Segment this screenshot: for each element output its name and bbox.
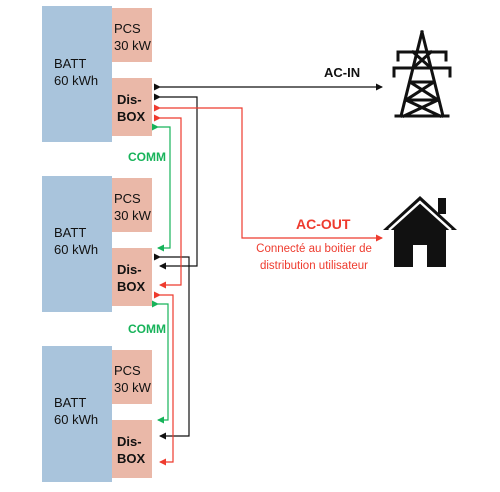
house-icon — [383, 196, 457, 267]
battery-label-1: BATT 60 kWh — [54, 55, 98, 89]
comm-label-2: COMM — [128, 322, 166, 336]
ac-out-label: AC-OUT — [296, 216, 351, 232]
disbox-name-1a: Dis- — [117, 92, 142, 107]
disbox-name-2a: Dis- — [117, 262, 142, 277]
battery-capacity-1: 60 kWh — [54, 73, 99, 88]
comm-bus-1-2 — [152, 123, 171, 252]
ac-in-label: AC-IN — [324, 65, 361, 80]
pcs-name-1: PCS — [114, 21, 141, 36]
pcs-power-2: 30 kW — [114, 208, 151, 223]
pcs-power-3: 30 kW — [114, 380, 151, 395]
disbox-label-2: Dis- BOX — [117, 261, 145, 295]
comm-label-1: COMM — [128, 150, 166, 164]
pcs-label-1: PCS 30 kW — [114, 20, 151, 54]
pcs-label-3: PCS 30 kW — [114, 362, 151, 396]
pcs-power-1: 30 kW — [114, 38, 151, 53]
disbox-block-3 — [112, 420, 152, 478]
disbox-label-3: Dis- BOX — [117, 433, 145, 467]
battery-block-3 — [42, 346, 112, 482]
battery-capacity-3: 60 kWh — [54, 412, 99, 427]
comm-wiring — [152, 123, 171, 424]
battery-name-2: BATT — [54, 225, 87, 240]
power-pylon-icon — [392, 30, 452, 118]
disbox-name-3b: BOX — [117, 451, 146, 466]
ac-out-wiring — [154, 104, 383, 466]
comm-bus-2-3 — [152, 300, 169, 424]
battery-capacity-2: 60 kWh — [54, 242, 99, 257]
pcs-block-2 — [112, 178, 152, 232]
ac-in-bus-1-2 — [154, 93, 198, 270]
pcs-name-3: PCS — [114, 363, 141, 378]
ac-out-main-line — [154, 104, 383, 242]
ac-out-description-line2: distribution utilisateur — [259, 260, 369, 272]
pcs-name-2: PCS — [114, 191, 141, 206]
disbox-block-2 — [112, 248, 152, 306]
pcs-block-3 — [112, 350, 152, 404]
disbox-label-1: Dis- BOX — [117, 91, 145, 125]
battery-label-2: BATT 60 kWh — [54, 224, 98, 258]
ac-out-bus-1-2 — [154, 114, 182, 289]
pcs-block-1 — [112, 8, 152, 62]
disbox-name-3a: Dis- — [117, 434, 142, 449]
battery-block-1 — [42, 6, 112, 142]
disbox-name-2b: BOX — [117, 279, 146, 294]
ac-out-bus-2-3 — [154, 291, 174, 466]
disbox-name-1b: BOX — [117, 109, 146, 124]
battery-label-3: BATT 60 kWh — [54, 394, 98, 428]
ac-in-bus-2-3 — [154, 253, 190, 440]
pcs-label-2: PCS 30 kW — [114, 190, 151, 224]
ac-out-description: Connecté au boitier de distribution util… — [254, 241, 374, 275]
disbox-block-1 — [112, 78, 152, 136]
battery-name-3: BATT — [54, 395, 87, 410]
battery-block-2 — [42, 176, 112, 312]
ac-out-description-line1: Connecté au boitier de — [256, 243, 372, 255]
battery-name-1: BATT — [54, 56, 87, 71]
